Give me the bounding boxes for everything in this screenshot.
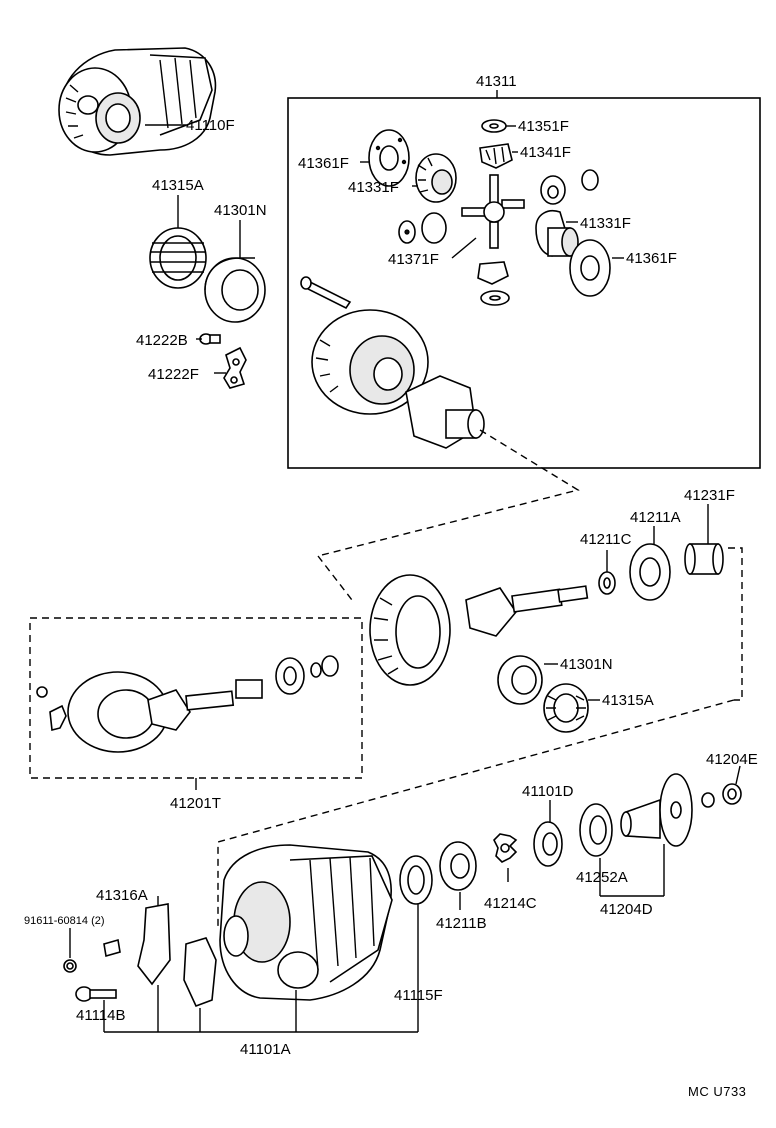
- differential-carrier-assembly-icon: [58, 47, 217, 156]
- pinion-gear-41371F-icon: [477, 261, 510, 306]
- label-41101D: 41101D: [522, 783, 574, 800]
- lock-washer-41214C-icon: [493, 833, 518, 863]
- label-41371F: 41371F: [388, 251, 439, 268]
- lock-plate-41222F-icon: [223, 346, 247, 389]
- label-41222F: 41222F: [148, 366, 199, 383]
- bearing-41211A-icon: [629, 543, 671, 601]
- label-41316A: 41316A: [96, 887, 148, 904]
- ring-gear-bolt-icon: [300, 276, 352, 310]
- bearing-41211B-icon: [439, 841, 477, 891]
- ring-gear-pinion-set-icon: [369, 574, 589, 686]
- label-41204E: 41204E: [706, 751, 758, 768]
- pinion-gear-right-icon: [540, 169, 599, 205]
- label-41361F-left: 41361F: [298, 155, 349, 172]
- bearing-cap-41316A-icon: [137, 903, 217, 1008]
- ring-gear-kit-icon: [36, 655, 339, 753]
- pinion-gear-left-icon: [398, 212, 447, 244]
- label-41231F: 41231F: [684, 487, 735, 504]
- diagram-code: MC U733: [688, 1084, 746, 1099]
- pinion-gear-41341F-icon: [479, 143, 513, 169]
- label-41301N-mid: 41301N: [560, 656, 613, 673]
- thrust-washer-41361F-left-icon: [368, 129, 410, 187]
- bracket-right: [728, 547, 743, 701]
- label-41351F: 41351F: [518, 118, 569, 135]
- label-41331F-right: 41331F: [580, 215, 631, 232]
- spacer-41211C-icon: [598, 571, 616, 595]
- label-41301N-top: 41301N: [214, 202, 267, 219]
- leader-to-housing: [217, 699, 735, 930]
- bearing-41101D-icon: [533, 821, 563, 867]
- label-41101A: 41101A: [240, 1041, 291, 1058]
- label-41252A: 41252A: [576, 869, 628, 886]
- label-41361F-right: 41361F: [626, 250, 677, 267]
- bolt-91611-icon: [63, 938, 121, 973]
- bearing-41301N-mid-icon: [497, 655, 543, 705]
- side-gear-41331F-left-icon: [415, 153, 457, 203]
- label-41211B: 41211B: [436, 915, 487, 932]
- gear-kit-frame: [29, 617, 363, 779]
- bolt-41222B-icon: [199, 333, 221, 345]
- label-41110F: 41110F: [186, 117, 235, 134]
- label-41211A: 41211A: [630, 509, 681, 526]
- differential-carrier-housing-icon: [219, 844, 393, 1001]
- label-41201T: 41201T: [170, 795, 221, 812]
- oil-seal-41252A-icon: [579, 803, 613, 857]
- washer-41351F-icon: [481, 119, 507, 133]
- side-gear-41331F-right-icon: [535, 210, 579, 257]
- pinion-shaft-cross-icon: [461, 174, 525, 249]
- companion-flange-41204D-icon: [620, 773, 693, 847]
- differential-case-ring-gear-icon: [311, 309, 485, 449]
- label-41114B: 41114B: [76, 1007, 126, 1024]
- thrust-washer-41361F-right-icon: [569, 239, 611, 297]
- bolt-41114B-icon: [75, 986, 117, 1002]
- label-41315A-mid: 41315A: [602, 692, 654, 709]
- spacer-41115F-icon: [399, 855, 433, 905]
- label-91611-60814: 91611-60814 (2): [24, 915, 105, 927]
- label-41222B: 41222B: [136, 332, 188, 349]
- label-41331F-left: 41331F: [348, 179, 399, 196]
- label-41214C: 41214C: [484, 895, 537, 912]
- leader-gearset: [317, 555, 353, 601]
- label-41341F: 41341F: [520, 144, 571, 161]
- label-41211C: 41211C: [580, 531, 632, 548]
- bearing-41315A-mid-icon: [543, 683, 589, 733]
- bearing-race-41315A-icon: [149, 227, 207, 289]
- spacer-41231F-icon: [684, 543, 724, 575]
- differential-case-group-frame: [287, 97, 761, 469]
- leader-box-to-gearset: [317, 429, 580, 557]
- bearing-41301N-top-icon: [204, 257, 266, 323]
- label-41204D: 41204D: [600, 901, 653, 918]
- nut-41204E-icon: [701, 783, 742, 808]
- label-41315A-top: 41315A: [152, 177, 204, 194]
- label-41115F: 41115F: [394, 987, 443, 1004]
- label-41311: 41311: [476, 73, 517, 90]
